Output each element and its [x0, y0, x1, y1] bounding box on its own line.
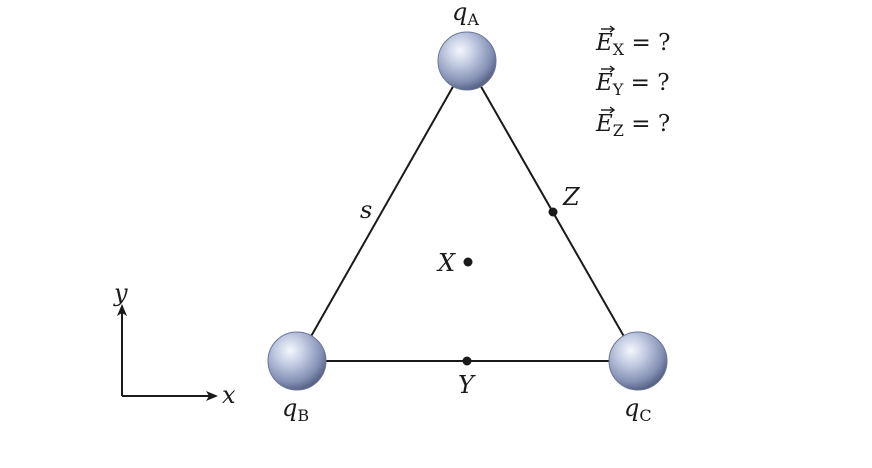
question-ey: EY = ?: [595, 65, 670, 99]
point-z-dot-icon: [548, 207, 558, 217]
charge-a-label: qA: [452, 0, 479, 29]
charge-a: [437, 31, 497, 91]
svg-text:EY = ?: EY = ?: [595, 70, 670, 99]
svg-text:EZ = ?: EZ = ?: [595, 111, 670, 140]
side-ab: [296, 61, 468, 362]
point-x-label: X: [436, 249, 456, 277]
point-x-dot-icon: [463, 257, 473, 267]
side-length-label: s: [360, 196, 372, 224]
point-z-label: Z: [562, 183, 581, 211]
sphere-icon: [608, 331, 668, 391]
question-ex: EX = ?: [595, 25, 670, 59]
x-axis-label: x: [222, 381, 236, 409]
point-y-dot-icon: [462, 356, 472, 366]
question-ez: EZ = ?: [595, 106, 670, 140]
point-y-label: Y: [458, 371, 476, 399]
charge-b: [267, 331, 327, 391]
charge-c-label: qC: [624, 394, 652, 425]
svg-text:EX = ?: EX = ?: [595, 30, 670, 59]
y-axis-label: y: [113, 279, 128, 307]
sphere-icon: [437, 31, 497, 91]
charge-c: [608, 331, 668, 391]
charge-b-label: qB: [282, 394, 309, 425]
sphere-icon: [267, 331, 327, 391]
